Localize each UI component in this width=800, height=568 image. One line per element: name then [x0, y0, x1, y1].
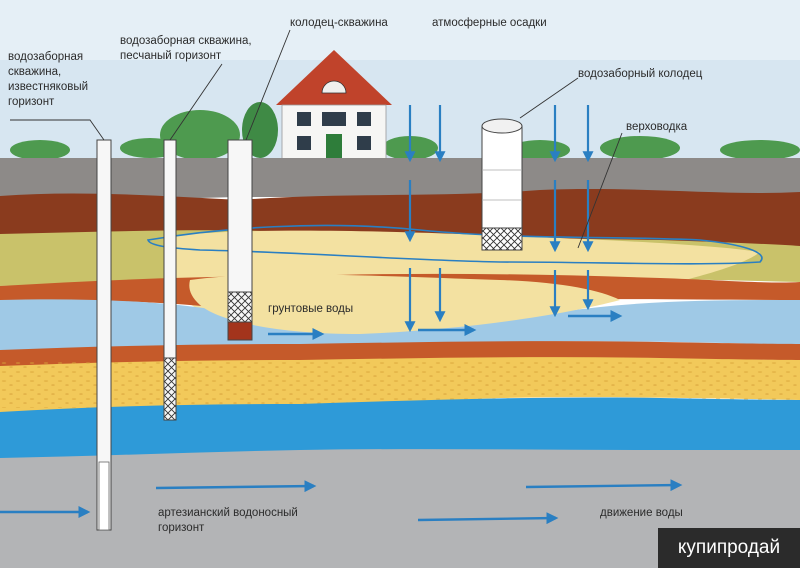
label-limestone-well-line1: водозаборная: [8, 51, 84, 63]
label-artesian-line2: горизонт: [158, 522, 205, 534]
label-water-flow: движение воды: [600, 507, 683, 519]
label-sand-well-line2: песчаный горизонт: [120, 50, 222, 62]
perched-water-line: [146, 224, 763, 265]
borehole-well: [227, 139, 253, 341]
label-artesian-line1: артезианский водоносный: [158, 507, 298, 519]
label-perched-water: верховодка: [626, 121, 688, 133]
bedrock-layer: [0, 449, 800, 568]
label-precipitation: атмосферные осадки: [432, 17, 547, 29]
light-sand-core: [189, 274, 621, 334]
artesian-aquifer: [0, 397, 800, 460]
label-well-borehole: колодец-скважина: [290, 17, 388, 29]
label-limestone-well-line3: известняковый: [8, 81, 89, 93]
flow-arrow-icon: [0, 310, 683, 525]
label-limestone-well: водозаборная скважина, известняковый гор…: [8, 50, 128, 110]
label-groundwater: грунтовые воды: [268, 303, 354, 315]
sand-well: [163, 139, 177, 421]
label-artesian: артезианский водоносный горизонт: [158, 506, 338, 536]
intake-well: [481, 118, 523, 251]
label-sand-well: водозаборная скважина, песчаный горизонт: [120, 34, 280, 64]
label-intake-well: водозаборный колодец: [578, 68, 703, 80]
limestone-well: [96, 139, 112, 531]
rain-arrow-icon: [404, 105, 594, 333]
label-limestone-well-line2: скважина,: [8, 66, 62, 78]
label-sand-well-line1: водозаборная скважина,: [120, 35, 252, 47]
label-limestone-well-line4: горизонт: [8, 96, 55, 108]
watermark-logo: купипродай: [658, 528, 800, 568]
leader-lines: [10, 29, 623, 249]
